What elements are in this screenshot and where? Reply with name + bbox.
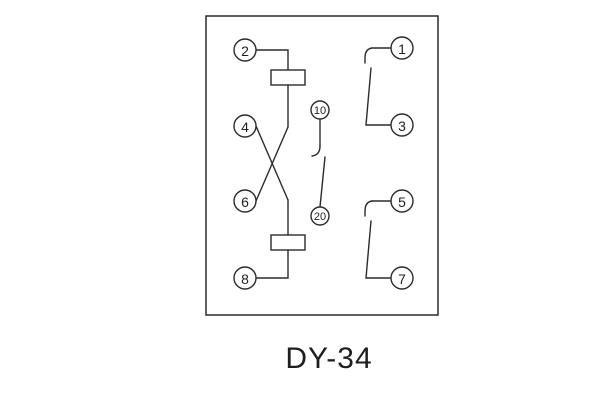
terminal-8-label: 8 (241, 271, 249, 287)
terminal-4-circle (233, 114, 257, 138)
terminal-8-circle (233, 266, 257, 290)
terminal-3-label: 3 (398, 118, 406, 134)
terminal-6-label: 6 (241, 194, 249, 210)
terminal-10: 10 (310, 100, 330, 120)
terminal-20-circle (310, 206, 330, 226)
terminal-2-circle (233, 38, 257, 62)
upper-coil (270, 69, 306, 86)
contact-10-hook (311, 145, 321, 157)
terminal-7-label: 7 (398, 271, 406, 287)
terminal-10-label: 10 (314, 105, 326, 117)
cross-wire-t6 (255, 126, 289, 202)
terminal-5: 5 (390, 189, 414, 213)
terminal-4-label: 4 (241, 119, 249, 135)
lower-coil (270, 234, 306, 251)
terminal-8: 8 (233, 266, 257, 290)
contact-1-hook (364, 47, 373, 64)
terminal-6: 6 (233, 189, 257, 213)
wire-t2-to-upper-coil (255, 49, 289, 71)
terminal-10-circle (310, 100, 330, 120)
wire-lower-coil-to-t8 (255, 249, 289, 279)
enclosure-border (205, 15, 439, 316)
contact-10-20 (311, 118, 326, 208)
terminal-6-circle (233, 189, 257, 213)
terminal-4: 4 (233, 114, 257, 138)
contact-1-3 (364, 47, 392, 126)
terminal-3: 3 (390, 113, 414, 137)
terminal-1-label: 1 (398, 41, 406, 57)
terminal-7: 7 (390, 266, 414, 290)
terminal-2-label: 2 (241, 43, 249, 59)
contact-5-hook (364, 200, 373, 217)
terminal-2: 2 (233, 38, 257, 62)
terminal-1-circle (390, 36, 414, 60)
terminal-20: 20 (310, 206, 330, 226)
terminal-7-circle (390, 266, 414, 290)
contact-5-7 (364, 200, 392, 279)
coil-branch-wiring (255, 49, 306, 279)
contact-5-7-blade (365, 220, 372, 279)
terminal-1: 1 (390, 36, 414, 60)
terminal-20-label: 20 (314, 211, 326, 223)
model-title: DY-34 (285, 342, 372, 375)
contact-10-20-blade (319, 156, 326, 208)
contact-1-3-blade (365, 67, 372, 126)
terminal-5-label: 5 (398, 194, 406, 210)
terminal-3-circle (390, 113, 414, 137)
terminal-5-circle (390, 189, 414, 213)
